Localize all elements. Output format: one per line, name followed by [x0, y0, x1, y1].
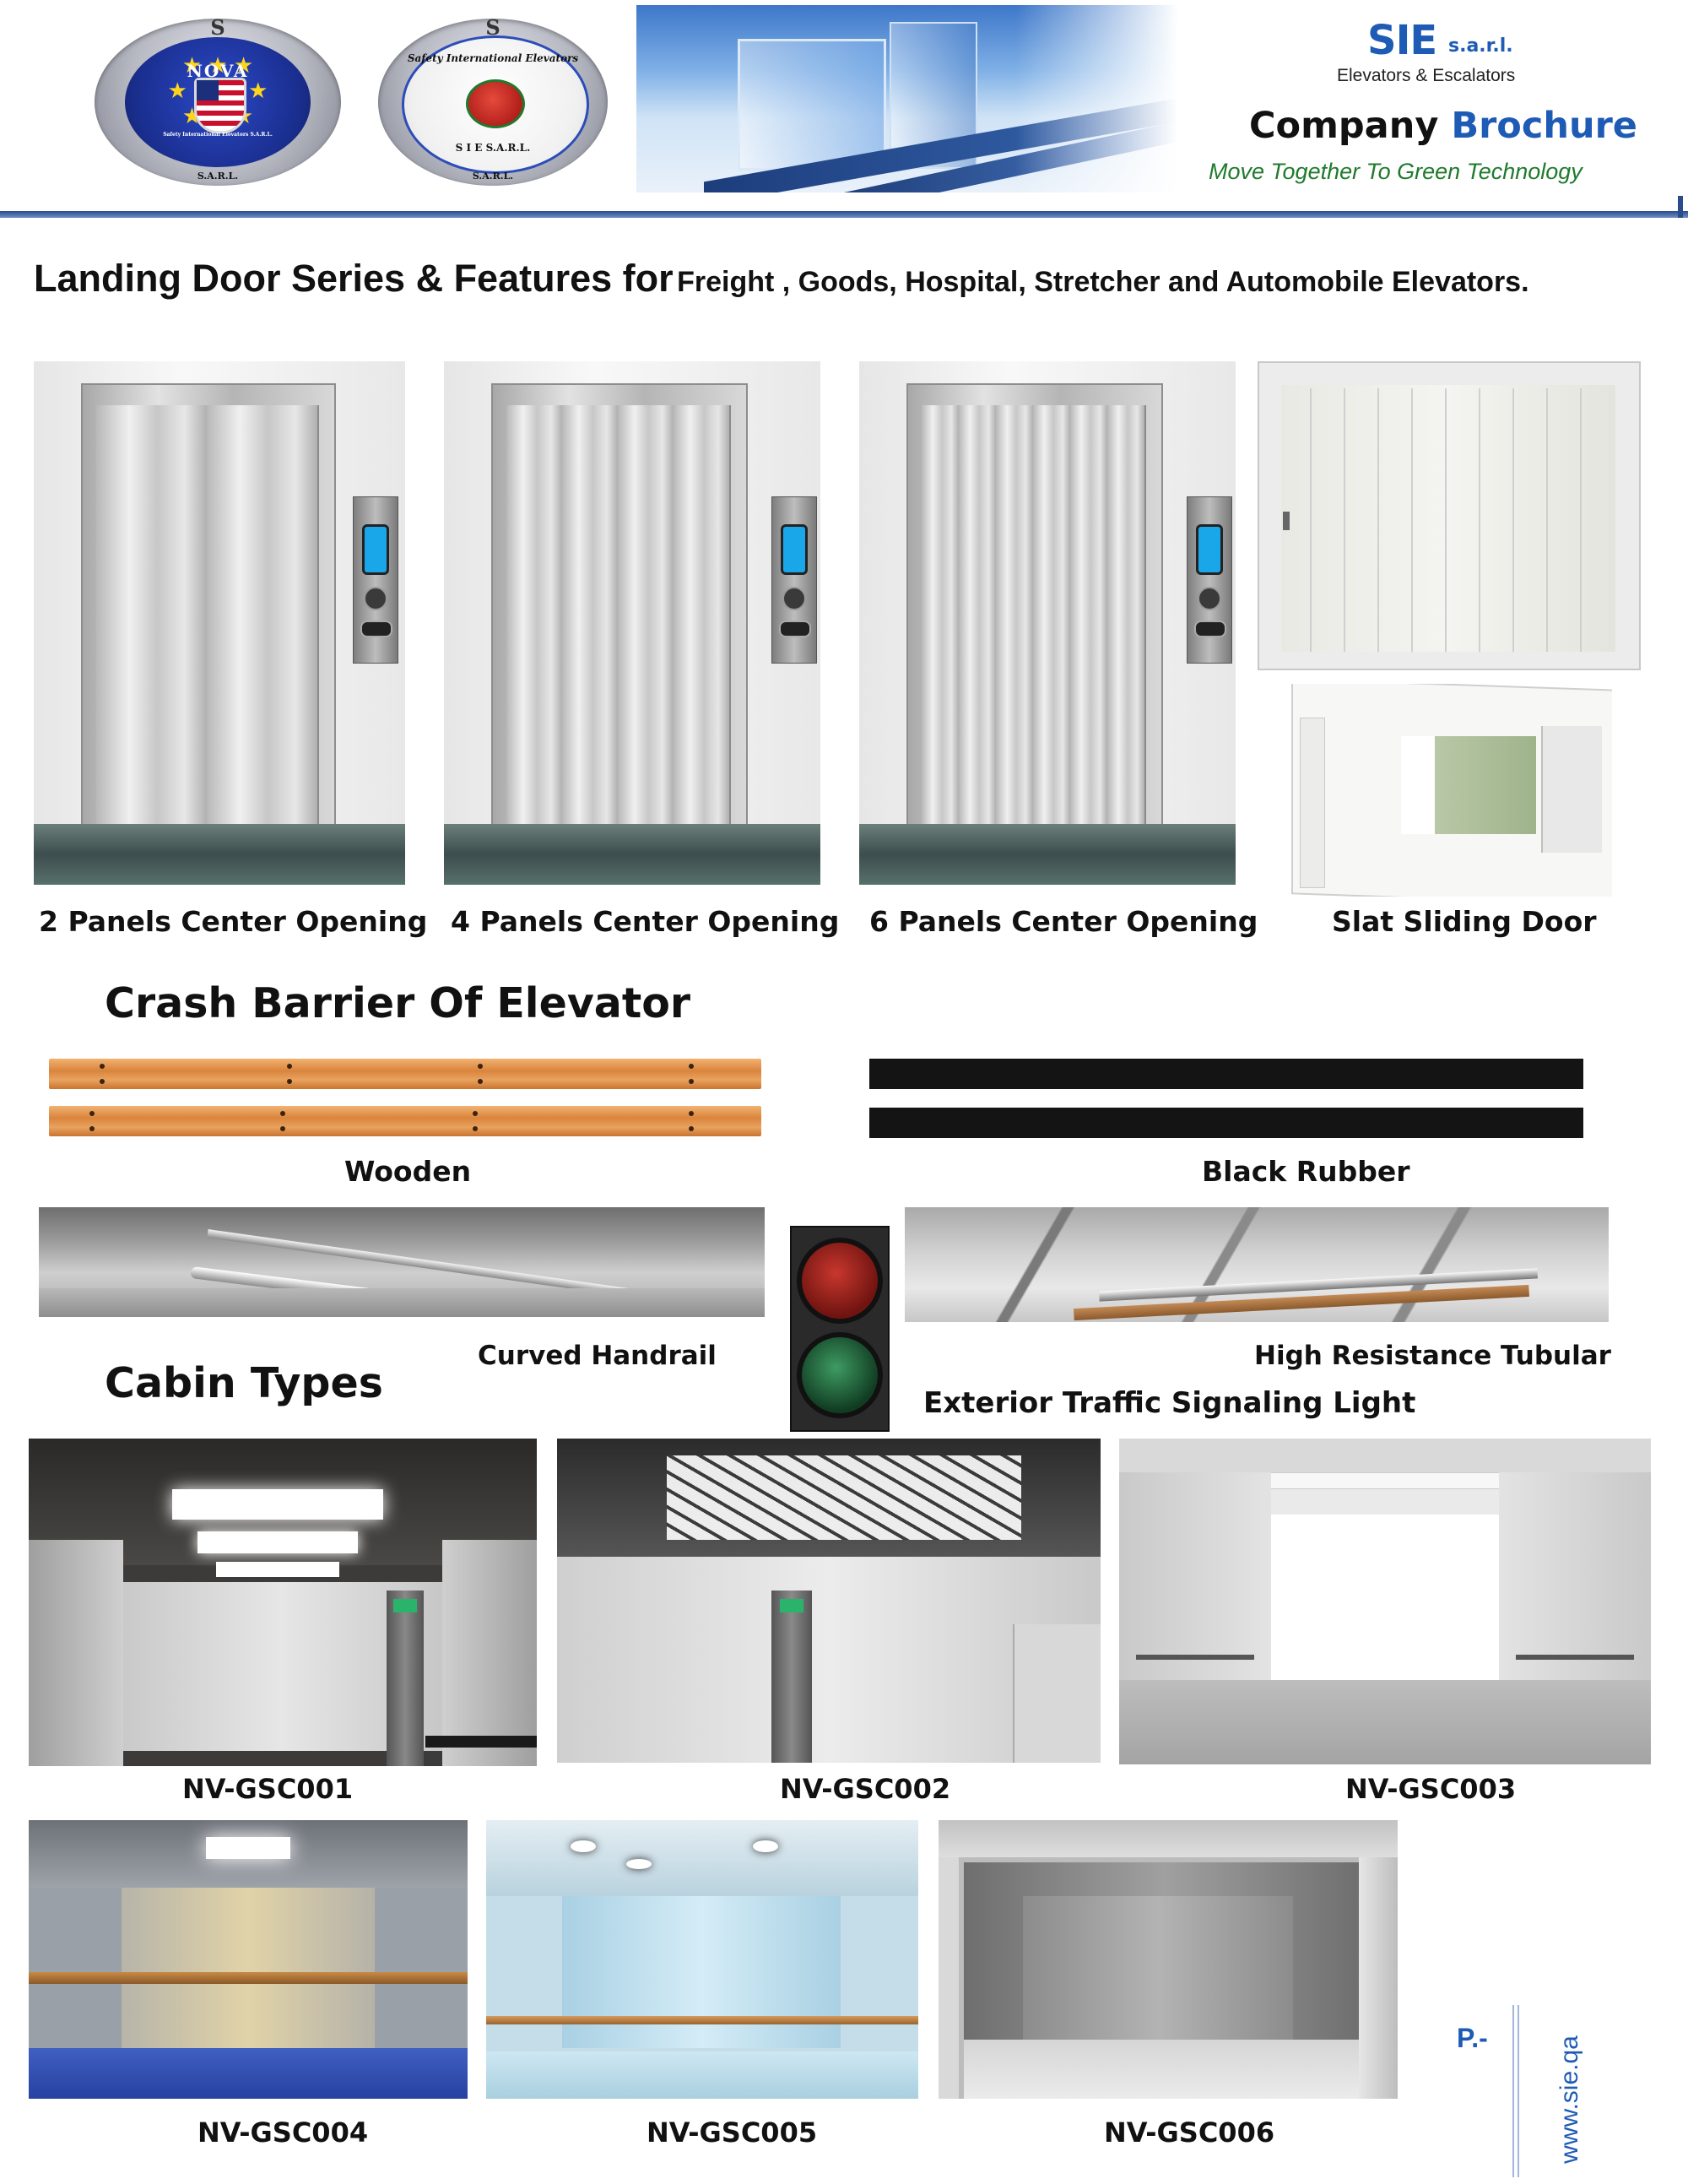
footer-rule-line — [1512, 2005, 1514, 2177]
brochure-word-company: Company — [1249, 105, 1439, 147]
sie-logo-ring-text: Safety International Elevators — [407, 52, 579, 64]
rubber-barrier-bar — [869, 1059, 1583, 1089]
company-suffix: s.a.r.l. — [1448, 35, 1513, 57]
door-caption-2-panel: 2 Panels Center Opening — [39, 905, 428, 938]
crash-barrier-title: Crash Barrier Of Elevator — [105, 979, 691, 1027]
globe-emblem-icon — [466, 79, 525, 128]
escalator-hero-image — [636, 5, 1178, 192]
cabin-nv-gsc004-image — [29, 1820, 468, 2099]
website-link[interactable]: www.sie.qa — [1555, 2035, 1583, 2164]
rubber-barrier-bar — [869, 1108, 1583, 1138]
cabin-nv-gsc003-image — [1119, 1439, 1651, 1764]
curved-handrail-caption: Curved Handrail — [478, 1341, 717, 1371]
door-caption-6-panel: 6 Panels Center Opening — [869, 905, 1258, 938]
sie-logo-top-letter: S — [485, 15, 500, 40]
header-divider-corner — [1678, 196, 1683, 218]
door-4-panel-image — [444, 361, 820, 885]
nova-logo: S ★ ★ ★★ ★★ ★ ★ NOVA Safety Internationa… — [95, 15, 341, 186]
door-2-panel-image — [34, 361, 405, 885]
footer-rule-line — [1518, 2005, 1519, 2177]
red-lamp-icon — [797, 1238, 883, 1324]
green-lamp-icon — [797, 1332, 883, 1418]
nova-logo-top-letter: S — [210, 15, 225, 40]
cabin-caption-001: NV-GSC001 — [182, 1773, 354, 1805]
headline-main: Landing Door Series & Features for — [34, 257, 674, 300]
wooden-caption: Wooden — [344, 1155, 472, 1188]
slat-door-open-image — [1291, 684, 1612, 897]
company-subtitle: Elevators & Escalators — [1337, 66, 1516, 85]
cabin-caption-006: NV-GSC006 — [1104, 2116, 1275, 2149]
company-name: SIE — [1367, 17, 1437, 64]
brochure-word-brochure: Brochure — [1451, 105, 1637, 147]
traffic-light-caption: Exterior Traffic Signaling Light — [923, 1386, 1416, 1420]
hall-station-icon — [353, 496, 398, 664]
nova-logo-line: Safety International Elevators S.A.R.L. — [163, 132, 273, 138]
nova-logo-bottom: S.A.R.L. — [197, 171, 239, 182]
cabin-nv-gsc002-image — [557, 1439, 1101, 1763]
headline: Landing Door Series & Features for Freig… — [34, 257, 1529, 301]
cabin-types-title: Cabin Types — [105, 1359, 383, 1407]
cabin-caption-003: NV-GSC003 — [1345, 1773, 1517, 1805]
black-rubber-caption: Black Rubber — [1202, 1155, 1410, 1188]
brochure-title: Company Brochure — [1249, 105, 1637, 147]
traffic-light-icon — [790, 1226, 890, 1432]
page-number: P.- — [1457, 2023, 1488, 2053]
wooden-barrier-bar — [49, 1106, 761, 1136]
tubular-barrier-image — [905, 1207, 1609, 1322]
tubular-caption: High Resistance Tubular — [1254, 1341, 1611, 1371]
curved-handrail-image — [39, 1207, 765, 1317]
hall-station-icon — [1187, 496, 1232, 664]
nova-logo-name: NOVA — [187, 61, 249, 81]
flag-shield-icon — [194, 78, 246, 133]
slat-door-closed-image — [1258, 361, 1641, 670]
company-name-block: SIE s.a.r.l. Elevators & Escalators — [1300, 15, 1553, 100]
cabin-caption-004: NV-GSC004 — [197, 2116, 369, 2149]
cabin-nv-gsc001-image — [29, 1439, 537, 1766]
door-caption-4-panel: 4 Panels Center Opening — [451, 905, 840, 938]
sie-logo-bottom: S.A.R.L. — [472, 171, 514, 182]
tagline: Move Together To Green Technology — [1209, 159, 1582, 184]
cabin-caption-002: NV-GSC002 — [780, 1773, 951, 1805]
door-caption-slat: Slat Sliding Door — [1332, 905, 1597, 938]
headline-rest: Freight , Goods, Hospital, Stretcher and… — [677, 266, 1529, 298]
cabin-caption-005: NV-GSC005 — [647, 2116, 818, 2149]
hall-station-icon — [771, 496, 817, 664]
sie-logo-center: S I E S.A.R.L. — [455, 142, 531, 154]
cabin-nv-gsc006-image — [939, 1820, 1398, 2099]
sie-logo: S Safety International Elevators S I E S… — [378, 15, 608, 186]
door-6-panel-image — [859, 361, 1236, 885]
header-divider — [0, 211, 1688, 218]
wooden-barrier-bar — [49, 1059, 761, 1089]
cabin-nv-gsc005-image — [486, 1820, 918, 2099]
